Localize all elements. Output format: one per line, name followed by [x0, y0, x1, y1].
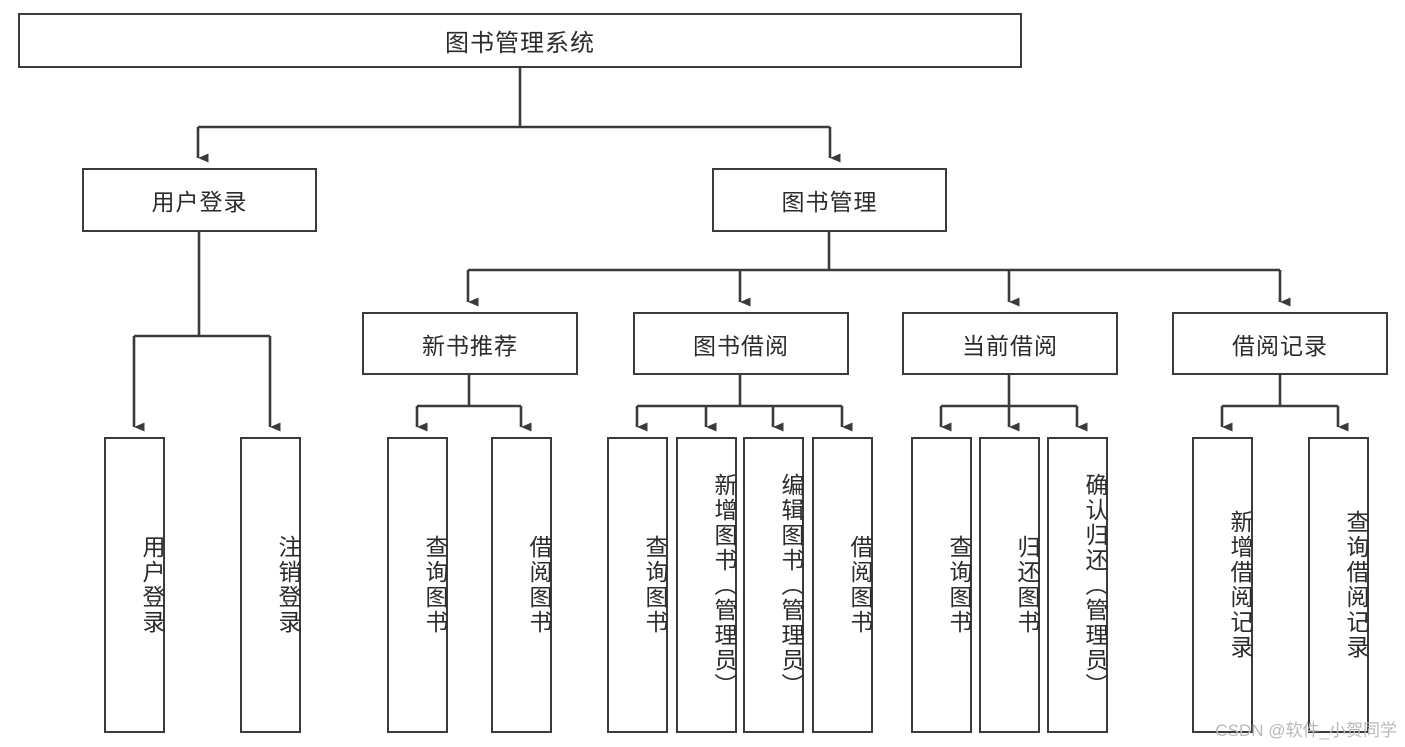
leaf-add-borrow-record[interactable]: 新增借阅记录 — [1192, 437, 1253, 733]
csdn-watermark: CSDN @软件_小贺同学 — [1215, 721, 1397, 740]
node-label: 图书管理 — [781, 189, 878, 215]
node-new-book-recommend[interactable]: 新书推荐 — [362, 312, 578, 375]
leaf-add-book-admin[interactable]: 新增图书（管理员） — [676, 437, 737, 733]
node-label: 归还图书 — [1014, 535, 1040, 635]
leaf-confirm-return-admin[interactable]: 确认归还（管理员） — [1047, 437, 1108, 733]
leaf-query-book-borrow[interactable]: 查询图书 — [607, 437, 668, 733]
node-book-borrow[interactable]: 图书借阅 — [633, 312, 849, 375]
node-label: 新增图书（管理员） — [711, 472, 737, 698]
node-label: 借阅记录 — [1232, 332, 1328, 359]
leaf-user-login[interactable]: 用户登录 — [104, 437, 165, 733]
leaf-logout[interactable]: 注销登录 — [240, 437, 301, 733]
node-label: 当前借阅 — [962, 332, 1058, 359]
node-borrow-record[interactable]: 借阅记录 — [1172, 312, 1388, 375]
node-label: 查询图书 — [422, 535, 448, 635]
node-label: 新书推荐 — [422, 332, 518, 359]
node-label: 图书管理系统 — [445, 30, 595, 57]
node-label: 查询借阅记录 — [1343, 510, 1369, 660]
leaf-edit-book-admin[interactable]: 编辑图书（管理员） — [743, 437, 804, 733]
node-label: 注销登录 — [275, 535, 301, 635]
node-root-system[interactable]: 图书管理系统 — [18, 13, 1022, 68]
node-label: 借阅图书 — [847, 535, 873, 635]
node-label: 确认归还（管理员） — [1082, 472, 1108, 698]
node-label: 查询图书 — [642, 535, 668, 635]
node-label: 查询图书 — [946, 535, 972, 635]
leaf-return-book[interactable]: 归还图书 — [979, 437, 1040, 733]
node-user-login[interactable]: 用户登录 — [82, 168, 317, 232]
leaf-borrow-book[interactable]: 借阅图书 — [812, 437, 873, 733]
node-label: 新增借阅记录 — [1227, 510, 1253, 660]
leaf-query-book-recommend[interactable]: 查询图书 — [387, 437, 448, 733]
node-label: 图书借阅 — [693, 332, 789, 359]
leaf-query-borrow-record[interactable]: 查询借阅记录 — [1308, 437, 1369, 733]
node-label: 用户登录 — [139, 535, 165, 635]
leaf-query-book-current[interactable]: 查询图书 — [911, 437, 972, 733]
leaf-borrow-book-recommend[interactable]: 借阅图书 — [491, 437, 552, 733]
node-label: 用户登录 — [151, 189, 248, 215]
node-label: 编辑图书（管理员） — [778, 472, 804, 698]
node-current-borrow[interactable]: 当前借阅 — [902, 312, 1118, 375]
node-book-management[interactable]: 图书管理 — [712, 168, 947, 232]
node-label: 借阅图书 — [526, 535, 552, 635]
